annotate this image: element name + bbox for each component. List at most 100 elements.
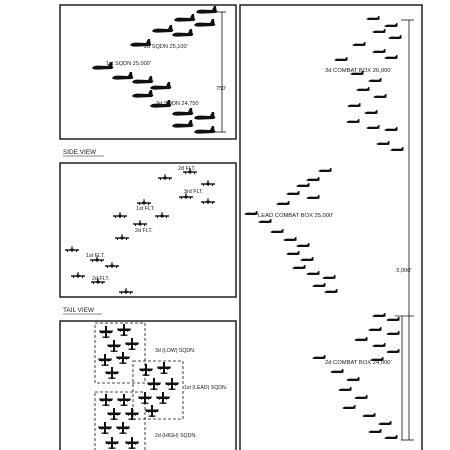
tail-label-1st-flt-low: 1st FLT.	[86, 253, 105, 259]
bomber-plan-icon	[384, 127, 398, 131]
top-label-low-sqdn: 3d (LOW) SQDN.	[155, 348, 195, 354]
bomber-plan-icon	[356, 87, 370, 91]
bomber-plan-icon	[368, 78, 382, 82]
plan-view-bombers	[244, 16, 404, 439]
bomber-plan-icon	[378, 421, 392, 425]
bomber-plan-icon	[354, 395, 368, 399]
bomber-plan-icon	[368, 327, 382, 331]
side-view-panel	[59, 4, 237, 140]
tail-label-1st-flt-mid: 1st FLT.	[136, 206, 155, 212]
bomber-plan-icon	[286, 251, 300, 255]
bomber-tail-icon	[201, 180, 215, 186]
bomber-plan-icon	[386, 331, 400, 335]
plan-label-lead-combat-box: LEAD COMBAT BOX 25,000'	[258, 213, 333, 219]
bomber-plan-icon	[386, 317, 400, 321]
side-height-dimension	[214, 11, 226, 133]
bomber-side-icon	[194, 126, 216, 134]
plan-dimension	[395, 19, 414, 441]
bomber-plan-icon	[324, 289, 338, 293]
bomber-plan-icon	[300, 257, 314, 261]
bomber-plan-icon	[347, 103, 361, 107]
bomber-plan-icon	[322, 275, 336, 279]
bomber-plan-icon	[372, 29, 386, 33]
bomber-plan-icon	[276, 201, 290, 205]
bomber-plan-icon	[296, 183, 310, 187]
high-sqdn-box	[94, 391, 146, 450]
bomber-plan-icon	[334, 57, 348, 61]
bomber-plan-icon	[372, 343, 386, 347]
plan-dimension-label: 3,000'	[396, 268, 412, 274]
side-label-1st-sqdn: 1st SQDN 25,000'	[106, 61, 151, 67]
side-view-bombers	[92, 6, 218, 134]
tail-label-3rd-flt: 3rd FLT.	[184, 189, 203, 195]
bomber-side-icon	[152, 25, 174, 33]
bomber-side-icon	[172, 108, 194, 116]
bomber-plan-icon	[244, 211, 258, 215]
bomber-plan-icon	[338, 387, 352, 391]
bomber-side-icon	[194, 112, 216, 120]
side-label-2d-sqdn: 2d SQDN 25,100'	[144, 44, 188, 50]
low-sqdn-box	[94, 322, 146, 384]
tail-label-2d-flt-mid: 2d FLT.	[135, 228, 153, 234]
bomber-plan-icon	[306, 271, 320, 275]
bomber-plan-icon	[372, 49, 386, 53]
bomber-tail-icon	[133, 220, 147, 226]
tail-label-2d-flt-top: 2d FLT.	[178, 166, 196, 172]
bomber-tail-icon	[105, 262, 119, 268]
bomber-plan-icon	[373, 94, 387, 98]
bomber-plan-icon	[384, 23, 398, 27]
tail-view-caption: TAIL VIEW	[63, 307, 95, 314]
bomber-plan-icon	[346, 119, 360, 123]
bomber-tail-icon	[65, 246, 79, 252]
bomber-plan-icon	[306, 195, 320, 199]
top-view-panel	[59, 320, 237, 450]
plan-view-panel	[239, 4, 423, 450]
bomber-plan-icon	[384, 435, 398, 439]
bomber-side-icon	[132, 90, 154, 98]
bomber-plan-icon	[306, 177, 320, 181]
bomber-plan-icon	[388, 35, 402, 39]
top-view-bombers	[98, 324, 179, 449]
top-label-lead-sqdn: 1st (LEAD) SQDN.	[184, 385, 227, 391]
bomber-side-icon	[150, 82, 172, 90]
bomber-tail-icon	[201, 198, 215, 204]
bomber-plan-icon	[376, 141, 390, 145]
bomber-plan-icon	[364, 110, 378, 114]
bomber-plan-icon	[390, 147, 404, 151]
bomber-tail-icon	[158, 174, 172, 180]
bomber-side-icon	[132, 76, 154, 84]
plan-label-3d-combat-box: 3d COMBAT BOX 26,000'	[325, 68, 392, 74]
bomber-tail-icon	[119, 288, 133, 294]
bomber-plan-icon	[384, 55, 398, 59]
bomber-plan-icon	[258, 219, 272, 223]
bomber-plan-icon	[296, 243, 310, 247]
lead-sqdn-box	[132, 360, 184, 420]
bomber-plan-icon	[352, 42, 366, 46]
bomber-plan-icon	[283, 237, 297, 241]
bomber-tail-icon	[71, 272, 85, 278]
bomber-plan-icon	[312, 355, 326, 359]
bomber-plan-icon	[270, 229, 284, 233]
bomber-tail-icon	[115, 234, 129, 240]
bomber-side-icon	[174, 14, 196, 22]
bomber-tail-icon	[155, 212, 169, 218]
bomber-plan-icon	[312, 283, 326, 287]
tail-label-2d-flt-low: 2d FLT.	[92, 276, 110, 282]
bomber-plan-icon	[372, 313, 386, 317]
bomber-side-icon	[172, 120, 194, 128]
side-height-label: 750'	[216, 86, 226, 92]
bomber-plan-icon	[366, 16, 380, 20]
bomber-plan-icon	[362, 413, 376, 417]
bomber-tail-icon	[137, 199, 151, 205]
bomber-plan-icon	[346, 377, 360, 381]
bomber-side-icon	[172, 29, 194, 37]
bomber-plan-icon	[366, 125, 380, 129]
top-label-high-sqdn: 2d (HIGH) SQDN.	[155, 433, 197, 439]
side-label-3d-sqdn: 3d SQDN 24,750	[156, 101, 199, 107]
bomber-plan-icon	[342, 405, 356, 409]
bomber-side-icon	[196, 6, 218, 14]
bomber-plan-icon	[354, 337, 368, 341]
tail-view-panel	[59, 162, 237, 298]
bomber-plan-icon	[318, 168, 332, 172]
